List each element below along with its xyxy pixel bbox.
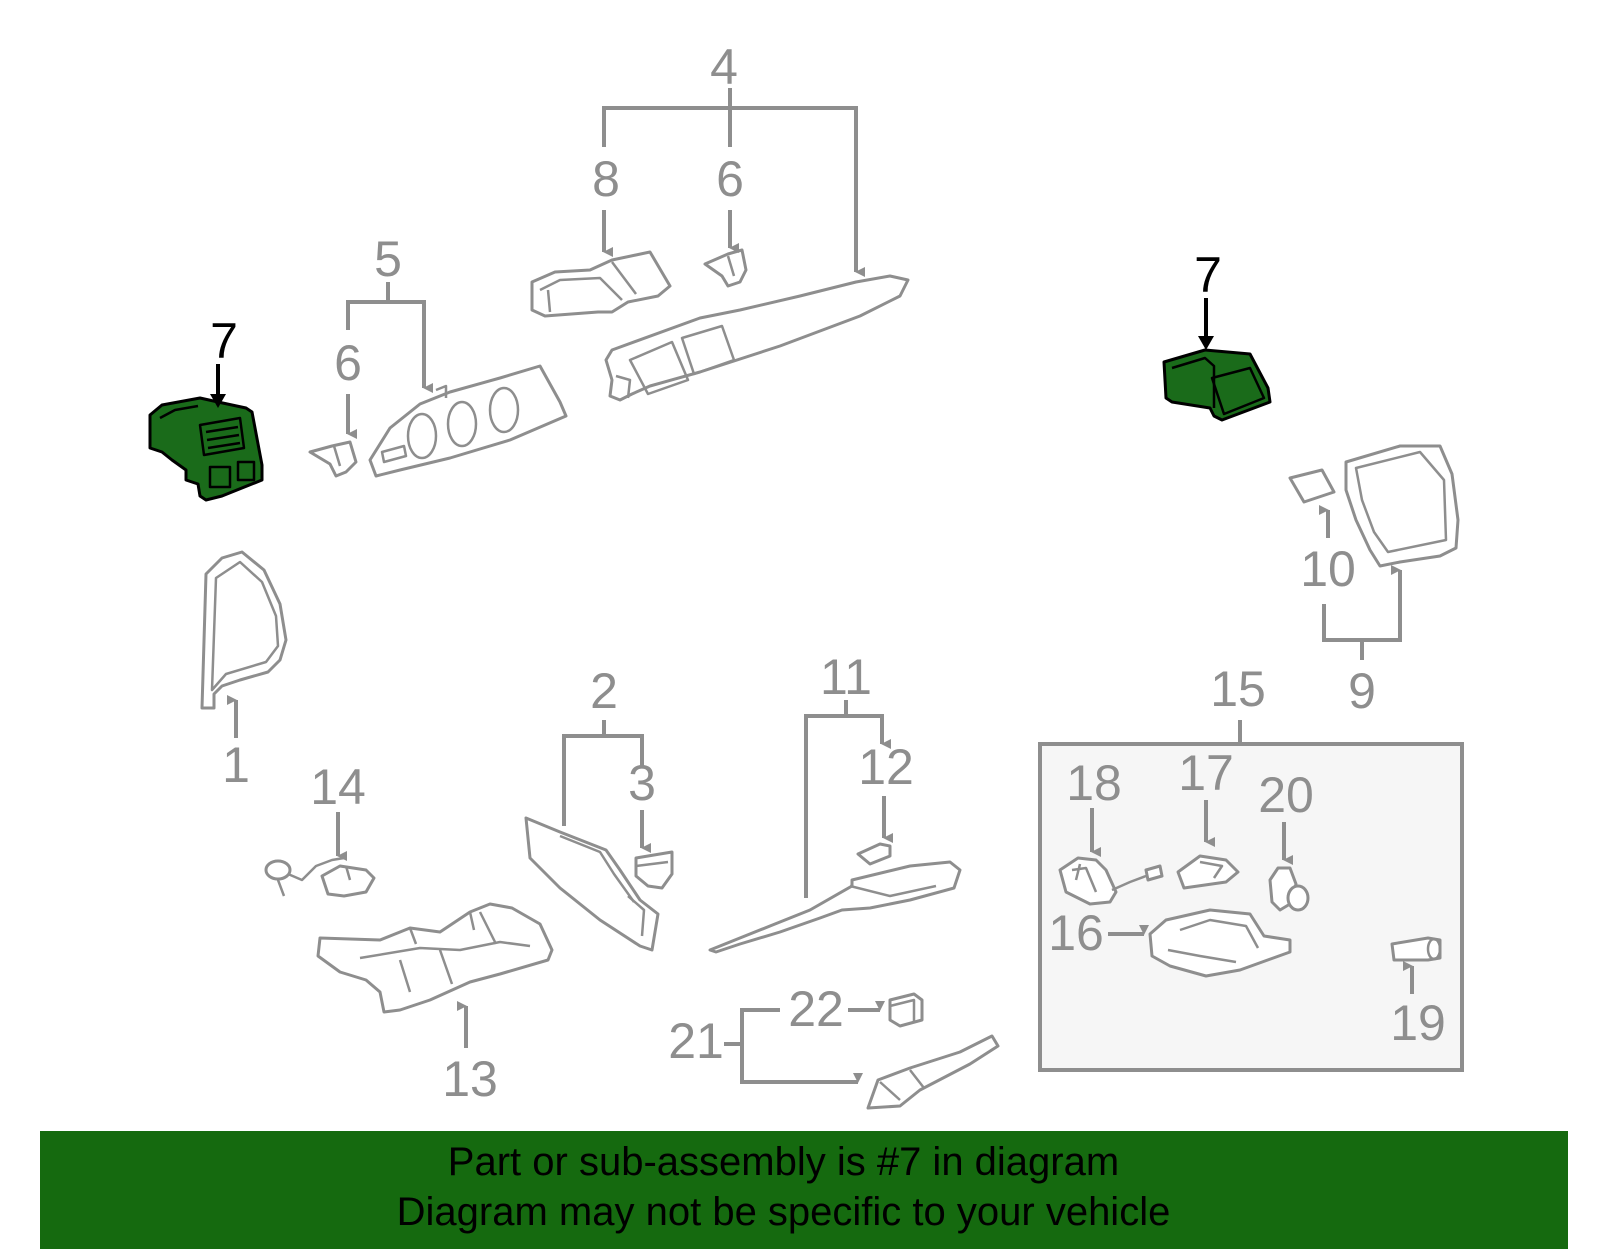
callout-6-top: 6 (716, 151, 744, 207)
part-13-center-support[interactable] (316, 902, 554, 1014)
callout-19: 19 (1390, 995, 1446, 1051)
part-12-clip[interactable] (856, 842, 892, 866)
callout-15: 15 (1210, 661, 1266, 717)
banner-line-part-number: Part or sub-assembly is #7 in diagram (447, 1140, 1120, 1184)
part-5-cluster-bezel[interactable] (368, 364, 568, 478)
part-14-bracket[interactable] (264, 856, 376, 898)
part-10-clip[interactable] (1288, 468, 1336, 504)
callout-11: 11 (820, 649, 872, 705)
part-7-right-vent[interactable] (1162, 348, 1272, 422)
part-22-clip[interactable] (888, 992, 924, 1028)
part-9-trim-frame[interactable] (1344, 444, 1460, 568)
part-2-glovebox[interactable] (524, 816, 660, 952)
callout-17: 17 (1178, 745, 1234, 801)
subassembly-box-15 (1038, 742, 1464, 1072)
part-8[interactable] (530, 250, 672, 318)
callout-14: 14 (310, 759, 366, 815)
callout-7-left: 7 (210, 313, 238, 369)
callout-numbers: 4 8 6 5 6 7 7 1 10 9 15 2 3 11 12 14 13 … (210, 39, 1446, 1107)
leader-lines (210, 88, 1414, 1084)
callout-22: 22 (788, 981, 844, 1037)
part-1-pillar-trim[interactable] (200, 550, 288, 710)
callout-5: 5 (374, 231, 402, 287)
callout-1: 1 (222, 737, 250, 793)
callout-3: 3 (628, 755, 656, 811)
banner-line-disclaimer: Diagram may not be specific to your vehi… (396, 1190, 1171, 1234)
part-6-top[interactable] (703, 248, 748, 288)
callout-9: 9 (1348, 663, 1376, 719)
callout-7-right: 7 (1194, 247, 1222, 303)
part-7-left-vent[interactable] (148, 396, 264, 502)
callout-6-left: 6 (334, 335, 362, 391)
part-17-switch[interactable] (1176, 854, 1240, 890)
part-4-dash-panel[interactable] (604, 274, 910, 402)
callout-16: 16 (1048, 905, 1104, 961)
part-21-sill-trim[interactable] (866, 1034, 1000, 1110)
callout-13: 13 (442, 1051, 498, 1107)
callout-2: 2 (590, 663, 618, 719)
callout-18: 18 (1066, 755, 1122, 811)
part-16-lamp-housing[interactable] (1148, 908, 1292, 978)
part-6-left[interactable] (308, 440, 358, 478)
part-3-latch[interactable] (634, 850, 674, 890)
callout-21: 21 (668, 1013, 724, 1069)
part-18-switch[interactable] (1058, 856, 1164, 906)
callout-12: 12 (858, 739, 914, 795)
notice-banner: Part or sub-assembly is #7 in diagram Di… (40, 1131, 1568, 1249)
part-11-lower-trim[interactable] (708, 860, 962, 954)
callout-8: 8 (592, 151, 620, 207)
part-20-bulb[interactable] (1268, 866, 1310, 912)
callout-20: 20 (1258, 767, 1314, 823)
callout-10: 10 (1300, 541, 1356, 597)
callout-4: 4 (710, 39, 738, 95)
part-19-bulb[interactable] (1390, 936, 1442, 962)
